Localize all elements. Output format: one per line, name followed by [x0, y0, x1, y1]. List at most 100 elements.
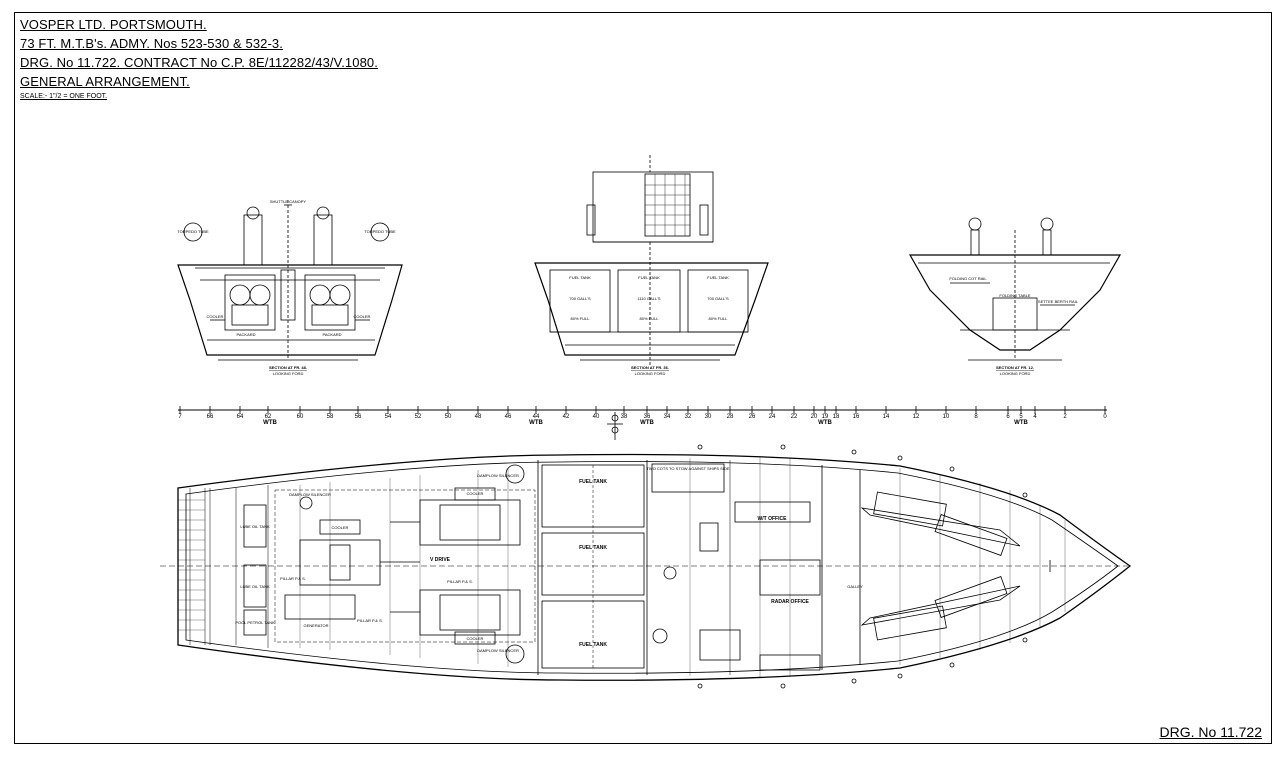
scale-tick-label: 48	[475, 414, 482, 420]
plan-galley: GALLEY	[847, 584, 863, 589]
scale-tick-label: 44	[533, 414, 540, 420]
scale-tick-label: 64	[237, 414, 244, 420]
scale-tick-label: 20	[811, 414, 818, 420]
drawing-number: DRG. No 11.722	[1159, 724, 1262, 740]
section-fr48	[177, 200, 403, 361]
s1-label-packard-left: PACKARD	[236, 332, 255, 337]
title-scale: SCALE:- 1"/2 = ONE FOOT.	[20, 93, 108, 100]
plan-fuel-tank-2: FUEL TANK	[579, 545, 607, 551]
scale-tick-label: 26	[749, 414, 756, 420]
section-fr12	[908, 217, 1122, 361]
plan-generator: GENERATOR	[304, 623, 329, 628]
s1-label-packard-right: PACKARD	[322, 332, 341, 337]
title-contract: DRG. No 11.722. CONTRACT No C.P. 8E/1122…	[20, 55, 378, 70]
scale-tick-label: 54	[385, 414, 392, 420]
scale-tick-label: 4	[1033, 414, 1037, 420]
section-caption-fr12: SECTION AT FR. 12.	[996, 365, 1034, 370]
title-company: VOSPER LTD. PORTSMOUTH.	[20, 17, 207, 32]
wtb-label-5: WTB	[1014, 420, 1028, 426]
s1-label-cooler-left: COOLER	[207, 314, 224, 319]
title-vessel: 73 FT. M.T.B's. ADMY. Nos 523-530 & 532-…	[20, 36, 283, 51]
scale-tick-label: 40	[593, 414, 600, 420]
plan-lube-oil-1: LUBE OIL TANK	[240, 524, 270, 529]
section-sub-fr48: LOOKING FORD	[273, 371, 304, 376]
title-block: VOSPER LTD. PORTSMOUTH. 73 FT. M.T.B's. …	[20, 15, 378, 100]
wtb-label-4: WTB	[818, 420, 832, 426]
plan-fuel-tank-3: FUEL TANK	[579, 642, 607, 648]
scale-tick-label: 32	[685, 414, 692, 420]
s1-label-canopy: SHUTTLE CANOPY	[270, 199, 307, 204]
scale-tick-label: 58	[327, 414, 334, 420]
plan-cooler-2: COOLER	[467, 636, 484, 641]
s2-label-gall-p: 700 GALL'S	[569, 296, 591, 301]
plan-wt-office: W/T OFFICE	[758, 516, 788, 522]
scale-tick-label: 28	[727, 414, 734, 420]
scale-tick-label: 2	[1063, 414, 1067, 420]
scale-tick-label: 30	[705, 414, 712, 420]
section-caption-fr36: SECTION AT FR. 36.	[631, 365, 669, 370]
s1-label-torpedo-right: TORPEDO TUBE	[364, 229, 396, 234]
scale-tick-label: 14	[883, 414, 890, 420]
plan-silencer-1: DAMPLOW SILENCER	[289, 492, 331, 497]
scale-tick-label: 10	[943, 414, 950, 420]
s2-label-gall-s: 700 GALL'S	[707, 296, 729, 301]
s2-label-gall-c: 1110 GALL'S	[637, 296, 660, 301]
plan-silencer-2: DAMPLOW SILENCER	[477, 473, 519, 478]
scale-tick-label: 42	[563, 414, 570, 420]
scale-tick-label: 7	[178, 414, 182, 420]
plan-view	[160, 444, 1132, 689]
plan-lube-oil-2: LUBE OIL TANK	[240, 584, 270, 589]
scale-tick-label: 12	[913, 414, 920, 420]
scale-tick-label: 60	[297, 414, 304, 420]
scale-tick-label: 38	[621, 414, 628, 420]
s2-label-tank-c: FUEL TANK	[638, 275, 660, 280]
section-sub-fr36: LOOKING FORD	[635, 371, 666, 376]
s3-label-cot: FOLDING COT RAIL	[949, 276, 987, 281]
plan-pillar-1: PILLAR P.& S.	[280, 576, 306, 581]
scale-tick-label: 6	[1006, 414, 1010, 420]
scale-tick-label: 46	[505, 414, 512, 420]
frame-scale	[178, 409, 1107, 440]
scale-tick-label: 52	[415, 414, 422, 420]
plan-fuel-tank-1: FUEL TANK	[579, 479, 607, 485]
plan-cots-note: TWO COTS TO STOW AGAINST SHIPS SIDE	[646, 466, 729, 471]
scale-tick-label: 0	[1103, 414, 1107, 420]
s1-label-torpedo-left: TORPEDO TUBE	[177, 229, 209, 234]
scale-tick-label: 36	[644, 414, 651, 420]
scale-tick-label: 66	[207, 414, 214, 420]
s2-label-full-s: 80% FULL	[709, 316, 729, 321]
s3-label-table: FOLDING TABLE	[999, 293, 1031, 298]
scale-tick-label: 24	[769, 414, 776, 420]
section-fr36	[534, 155, 769, 365]
scale-tick-label: 50	[445, 414, 452, 420]
scale-tick-label: 19	[822, 414, 829, 420]
plan-pillar-2: PILLAR P.& S.	[447, 579, 473, 584]
title-arrangement: GENERAL ARRANGEMENT.	[20, 74, 190, 89]
plan-cooler-3: COOLER	[332, 525, 349, 530]
s2-label-tank-s: FUEL TANK	[707, 275, 729, 280]
plan-pillar-3: PILLAR P.& S.	[357, 618, 383, 623]
s2-label-tank-p: FUEL TANK	[569, 275, 591, 280]
s2-label-full-p: 80% FULL	[571, 316, 591, 321]
plan-cooler-1: COOLER	[467, 491, 484, 496]
scale-tick-label: 5	[1019, 414, 1023, 420]
wtb-label-2: WTB	[529, 420, 543, 426]
wtb-label-3: WTB	[640, 420, 654, 426]
plan-radar-office: RADAR OFFICE	[771, 599, 809, 605]
scale-tick-label: 18	[833, 414, 840, 420]
scale-tick-label: 16	[853, 414, 860, 420]
scale-tick-label: 62	[265, 414, 272, 420]
drawing-border	[14, 12, 1272, 744]
s2-label-full-c: 80% FULL	[640, 316, 660, 321]
s3-label-settee: SETTEE BERTH RAIL	[1038, 299, 1079, 304]
scale-tick-label: 56	[355, 414, 362, 420]
wtb-label-1: WTB	[263, 420, 277, 426]
section-caption-fr48: SECTION AT FR. 48.	[269, 365, 307, 370]
plan-v-drive: V DRIVE	[430, 557, 451, 563]
plan-silencer-3: DAMPLOW SILENCER	[477, 648, 519, 653]
section-sub-fr12: LOOKING FORD	[1000, 371, 1031, 376]
scale-tick-label: 34	[664, 414, 671, 420]
